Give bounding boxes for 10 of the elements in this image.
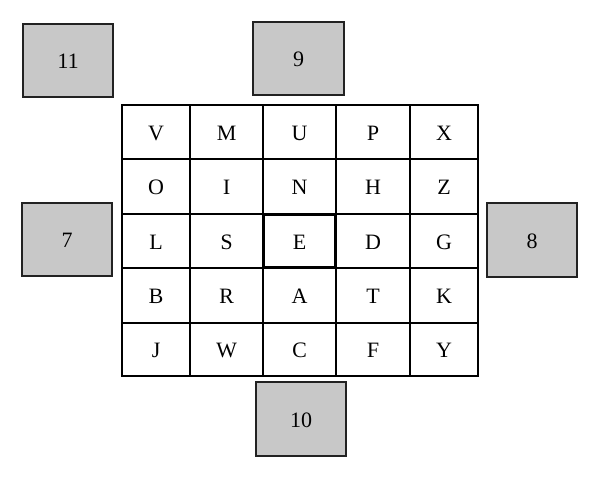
letter-cell: X [409,104,479,160]
numbered-box: 8 [486,202,578,278]
numbered-box: 7 [21,202,113,277]
numbered-box: 9 [252,21,345,96]
numbered-box: 10 [255,381,347,457]
letter-cell: Y [409,322,479,377]
letter-cell: V [121,104,191,160]
letter-cell: J [121,322,191,377]
numbered-box: 11 [22,23,114,98]
letter-cell: E [262,213,337,269]
